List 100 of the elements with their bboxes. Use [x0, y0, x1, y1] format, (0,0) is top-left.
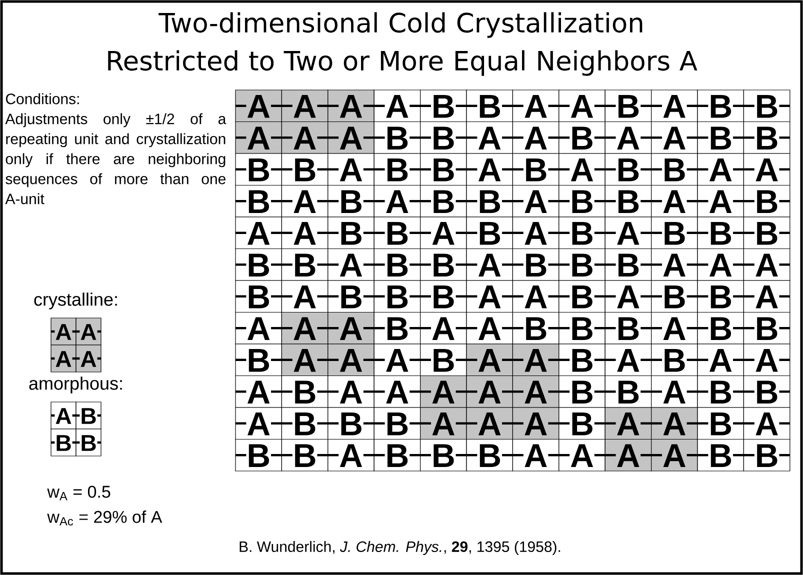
- grid-cell: B: [558, 248, 606, 281]
- grid-cell: B: [466, 90, 513, 122]
- grid-cell: B: [281, 375, 328, 408]
- grid-cell: A: [328, 438, 374, 472]
- grid-cell: B: [374, 438, 421, 472]
- grid-cell: B: [651, 280, 698, 313]
- grid-cell: A: [374, 344, 421, 376]
- grid-cell: A: [512, 90, 560, 122]
- grid-cell: B: [604, 248, 652, 281]
- grid-cell: A: [604, 344, 652, 376]
- grid-cell: A: [374, 90, 421, 122]
- grid-cell: B: [512, 248, 560, 281]
- grid-cell: A: [466, 280, 513, 313]
- grid-cell: A: [235, 375, 282, 408]
- grid-cell: A: [466, 344, 513, 376]
- grid-cell: A: [604, 438, 652, 472]
- grid-cell: A: [512, 184, 560, 218]
- grid-cell: B: [558, 312, 606, 344]
- grid-cell: A: [235, 121, 282, 154]
- sample-cell: A: [50, 318, 76, 346]
- grid-cell: B: [420, 90, 467, 122]
- grid-cell: A: [466, 375, 513, 408]
- grid-cell: B: [466, 184, 513, 218]
- grid-cell: B: [743, 375, 790, 408]
- grid-cell: A: [512, 438, 560, 472]
- grid-cell: A: [420, 216, 467, 250]
- conditions-text: Adjustments only ±1/2 of a repeating unit and crystallization only if there are neighboring sequences of more than one A-unit: [5, 113, 226, 204]
- grid-cell: B: [374, 216, 421, 250]
- grid-cell: B: [697, 375, 744, 408]
- grid-cell: B: [420, 121, 467, 154]
- title: Two-dimensional Cold Crystallization Restricted to Two or More Equal Neighbors A: [108, 12, 698, 76]
- grid-cell: A: [604, 216, 652, 250]
- grid-cell: A: [281, 312, 328, 344]
- grid-cell: A: [374, 375, 421, 408]
- grid-cell: A: [281, 184, 328, 218]
- sample-cell: B: [76, 428, 102, 456]
- grid-cell: B: [558, 216, 606, 250]
- grid-cell: A: [512, 280, 560, 313]
- grid-cell: B: [651, 153, 698, 186]
- grid-cell: A: [420, 312, 467, 344]
- grid-cell: A: [604, 407, 652, 440]
- grid-cell: B: [743, 121, 790, 154]
- grid-cell: A: [743, 248, 790, 281]
- grid-cell: A: [512, 375, 560, 408]
- grid-cell: A: [328, 375, 374, 408]
- grid-cell: B: [466, 216, 513, 250]
- grid-cell: B: [420, 248, 467, 281]
- grid-cell: A: [558, 153, 606, 186]
- grid-cell: A: [374, 184, 421, 218]
- grid-cell: B: [651, 216, 698, 250]
- grid-cell: A: [466, 407, 513, 440]
- grid-cell: A: [281, 344, 328, 376]
- grid-cell: A: [328, 153, 374, 186]
- grid-cell: B: [328, 280, 374, 313]
- grid-cell: A: [743, 280, 790, 313]
- grid-cell: B: [743, 184, 790, 218]
- grid-cell: B: [558, 344, 606, 376]
- grid-cell: A: [420, 375, 467, 408]
- sample-cell: B: [50, 428, 76, 456]
- grid-cell: A: [281, 90, 328, 122]
- grid-cell: B: [374, 312, 421, 344]
- grid-cell: B: [281, 153, 328, 186]
- grid-cell: A: [743, 407, 790, 440]
- grid-cell: B: [374, 153, 421, 186]
- grid-cell: A: [328, 248, 374, 281]
- grid-cell: B: [697, 280, 744, 313]
- heading: Conditions:: [6, 93, 79, 104]
- grid-cell: B: [235, 153, 282, 186]
- grid-cell: B: [420, 344, 467, 376]
- sample-cell: A: [50, 344, 76, 372]
- grid-cell: A: [328, 312, 374, 344]
- grid-cell: A: [697, 184, 744, 218]
- grid-cell: A: [697, 153, 744, 186]
- grid-cell: A: [466, 153, 513, 186]
- heading: amorphous:: [29, 376, 122, 394]
- grid-cell: B: [374, 280, 421, 313]
- grid-cell: B: [697, 216, 744, 250]
- grid-cell: A: [604, 280, 652, 313]
- grid-cell: B: [558, 407, 606, 440]
- grid-cell: B: [420, 280, 467, 313]
- grid-cell: A: [512, 407, 560, 440]
- grid-cell: A: [281, 216, 328, 250]
- grid-cell: B: [328, 216, 374, 250]
- grid-cell: B: [604, 312, 652, 344]
- grid-cell: A: [651, 407, 698, 440]
- grid-cell: A: [512, 216, 560, 250]
- grid-cell: A: [604, 121, 652, 154]
- grid-cell: A: [281, 121, 328, 154]
- grid-cell: A: [651, 184, 698, 218]
- grid-cell: A: [697, 248, 744, 281]
- formula: w$_{Ac}$ = 29% of A: [47, 510, 162, 526]
- sample-cell: A: [76, 318, 102, 346]
- grid-cell: A: [512, 344, 560, 376]
- grid-cell: B: [743, 312, 790, 344]
- grid-cell: B: [420, 153, 467, 186]
- grid-cell: B: [235, 438, 282, 472]
- grid-cell: A: [743, 153, 790, 186]
- sample-cell: B: [76, 402, 102, 430]
- grid-cell: B: [651, 344, 698, 376]
- grid-cell: B: [281, 248, 328, 281]
